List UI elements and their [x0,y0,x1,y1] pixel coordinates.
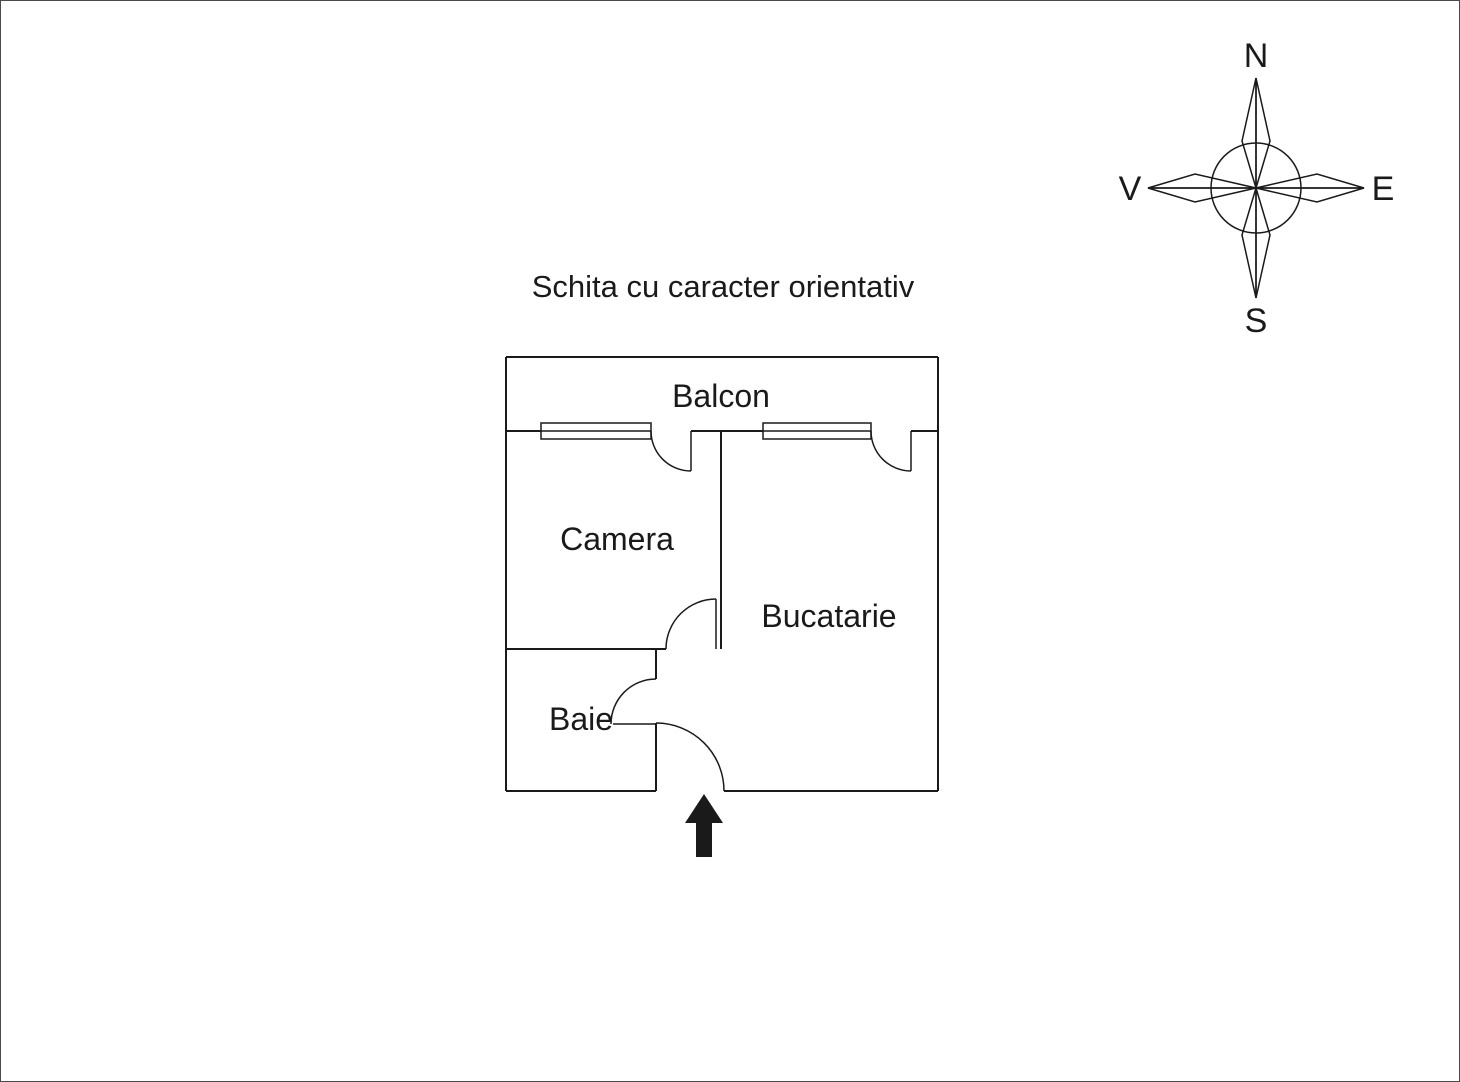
compass-point-south-black [1241,187,1257,299]
page-title: Schita cu caracter orientativ [532,269,915,304]
compass-label-east: E [1372,170,1395,208]
room-label-balcon: Balcon [672,378,770,414]
entrance-arrow [685,794,723,857]
door-arc-camera [665,598,717,650]
door-arc-balcony-camera [650,430,692,472]
compass-rose: N E S V [1119,37,1395,340]
compass-label-south: S [1245,302,1268,340]
door-arc-entrance [655,722,725,792]
door-arc-balcony-kitchen [870,430,912,472]
compass-circle [1210,142,1302,234]
compass-point-east-black [1255,187,1365,203]
room-label-bucatarie: Bucatarie [761,598,896,634]
compass-label-west: V [1119,170,1142,208]
window-symbol-left [540,422,652,440]
room-label-camera: Camera [560,521,674,557]
floor-plan: Balcon Camera Bucatarie Baie [505,356,939,857]
compass-point-north-white [1241,77,1257,189]
compass-point-north-black [1255,77,1271,189]
window-symbol-right [762,422,872,440]
compass-point-west-black [1147,173,1257,189]
outer-walls [505,356,939,792]
door-arc-bath [610,678,657,725]
compass-point-west-white [1147,187,1257,203]
compass-label-north: N [1244,37,1269,75]
room-label-baie: Baie [549,701,613,737]
compass-point-south-white [1255,187,1271,299]
compass-point-east-white [1255,173,1365,189]
